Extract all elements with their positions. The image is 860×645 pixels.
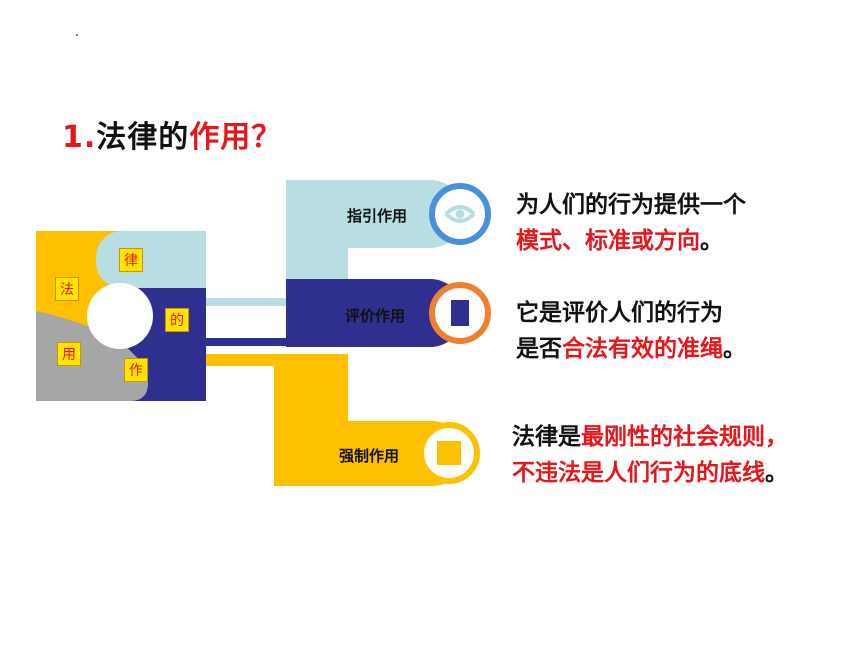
desc-enforce-line2: 不违法是人们行为的底线。 (512, 455, 788, 491)
desc-enforce-highlight2: 不违法是人们行为的底线 (512, 460, 765, 486)
desc-evaluate-highlight: 合法有效的准绳 (562, 336, 723, 362)
desc-guide-line1: 为人们的行为提供一个 (516, 192, 746, 218)
desc-evaluate-start: 是否 (516, 336, 562, 362)
desc-enforce-highlight1: 最刚性的社会规则， (581, 424, 788, 450)
title-number: 1. (62, 120, 97, 155)
puzzle-char-fa: 法 (55, 277, 79, 301)
puzzle-char-de: 的 (165, 308, 189, 332)
puzzle-char-zuo: 作 (124, 358, 148, 382)
desc-enforce-end: 。 (765, 460, 788, 486)
connector-enforce (206, 354, 276, 366)
desc-evaluate-end: 。 (723, 336, 746, 362)
desc-evaluate-line2: 是否合法有效的准绳。 (516, 331, 746, 367)
desc-enforce-line1: 法律是最刚性的社会规则， (512, 419, 788, 455)
desc-evaluate: 它是评价人们的行为 是否合法有效的准绳。 (516, 295, 746, 367)
label-enforce: 强制作用 (339, 447, 400, 465)
puzzle-center-hole (87, 283, 153, 349)
desc-enforce: 法律是最刚性的社会规则， 不违法是人们行为的底线。 (512, 419, 788, 491)
connector-guide (206, 298, 288, 306)
square-icon (437, 441, 461, 465)
desc-guide-end: 。 (700, 228, 723, 254)
guide-pill (286, 180, 464, 248)
puzzle-gray-piece (36, 311, 148, 401)
enforce-pill (274, 421, 464, 486)
desc-guide-highlight: 模式、标准或方向 (516, 228, 700, 254)
evaluate-pill (286, 279, 464, 347)
desc-guide-line2: 模式、标准或方向。 (516, 223, 746, 259)
desc-enforce-start: 法律是 (512, 424, 581, 450)
eye-icon (444, 205, 476, 223)
title-highlight: 作用？ (189, 120, 283, 155)
desc-evaluate-line1: 它是评价人们的行为 (516, 300, 723, 326)
connector-evaluate (206, 338, 288, 346)
bar-icon (451, 300, 469, 326)
desc-guide: 为人们的行为提供一个 模式、标准或方向。 (516, 187, 746, 259)
decor-dot (76, 34, 78, 36)
label-guide: 指引作用 (347, 207, 408, 225)
label-evaluate: 评价作用 (345, 307, 406, 325)
puzzle-char-lv: 律 (119, 248, 143, 272)
title-main: 法律的 (96, 120, 190, 155)
puzzle-char-yong: 用 (57, 342, 81, 366)
puzzle-lightblue-edge (140, 231, 206, 288)
page-title: 1.法律的作用？ (62, 112, 282, 156)
